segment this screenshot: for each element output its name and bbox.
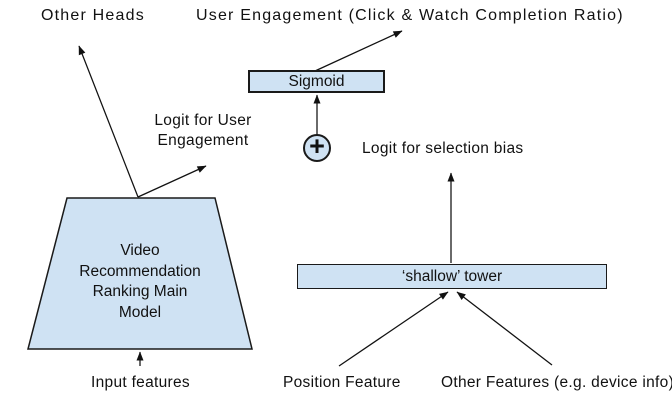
plus-icon: + bbox=[303, 131, 331, 162]
main-model-label: Video Recommendation Ranking Main Model bbox=[55, 241, 225, 323]
shallow-tower-node: ‘shallow’ tower bbox=[297, 264, 607, 289]
other-features-label: Other Features (e.g. device info) bbox=[441, 374, 672, 391]
arrow-main-to-logit-user-engagement bbox=[137, 165, 207, 198]
main-model-trapezoid bbox=[27, 197, 253, 350]
main-model-line4: Model bbox=[118, 303, 162, 321]
other-heads-label: Other Heads bbox=[41, 7, 145, 24]
arrow-main-to-other-heads bbox=[78, 45, 139, 198]
arrow-position-feature-to-shallow-tower bbox=[338, 291, 449, 367]
user-engagement-output-label: User Engagement (Click & Watch Completio… bbox=[196, 7, 624, 24]
sigmoid-node: Sigmoid bbox=[248, 70, 385, 93]
logit-selection-bias-label: Logit for selection bias bbox=[362, 140, 524, 157]
arrow-other-features-to-shallow-tower bbox=[456, 291, 553, 366]
logit-user-engagement-line2: Engagement bbox=[157, 131, 249, 149]
position-feature-label: Position Feature bbox=[283, 374, 401, 391]
arrow-sigmoid-to-user-engagement bbox=[314, 30, 403, 72]
input-features-label: Input features bbox=[91, 374, 190, 391]
main-model-line3: Ranking Main bbox=[92, 283, 188, 300]
logit-user-engagement-label: Logit for User Engagement bbox=[133, 111, 273, 150]
logit-user-engagement-line1: Logit for User bbox=[154, 112, 252, 129]
main-model-line1: Video bbox=[120, 242, 160, 259]
main-model-line2: Recommendation bbox=[79, 262, 201, 280]
